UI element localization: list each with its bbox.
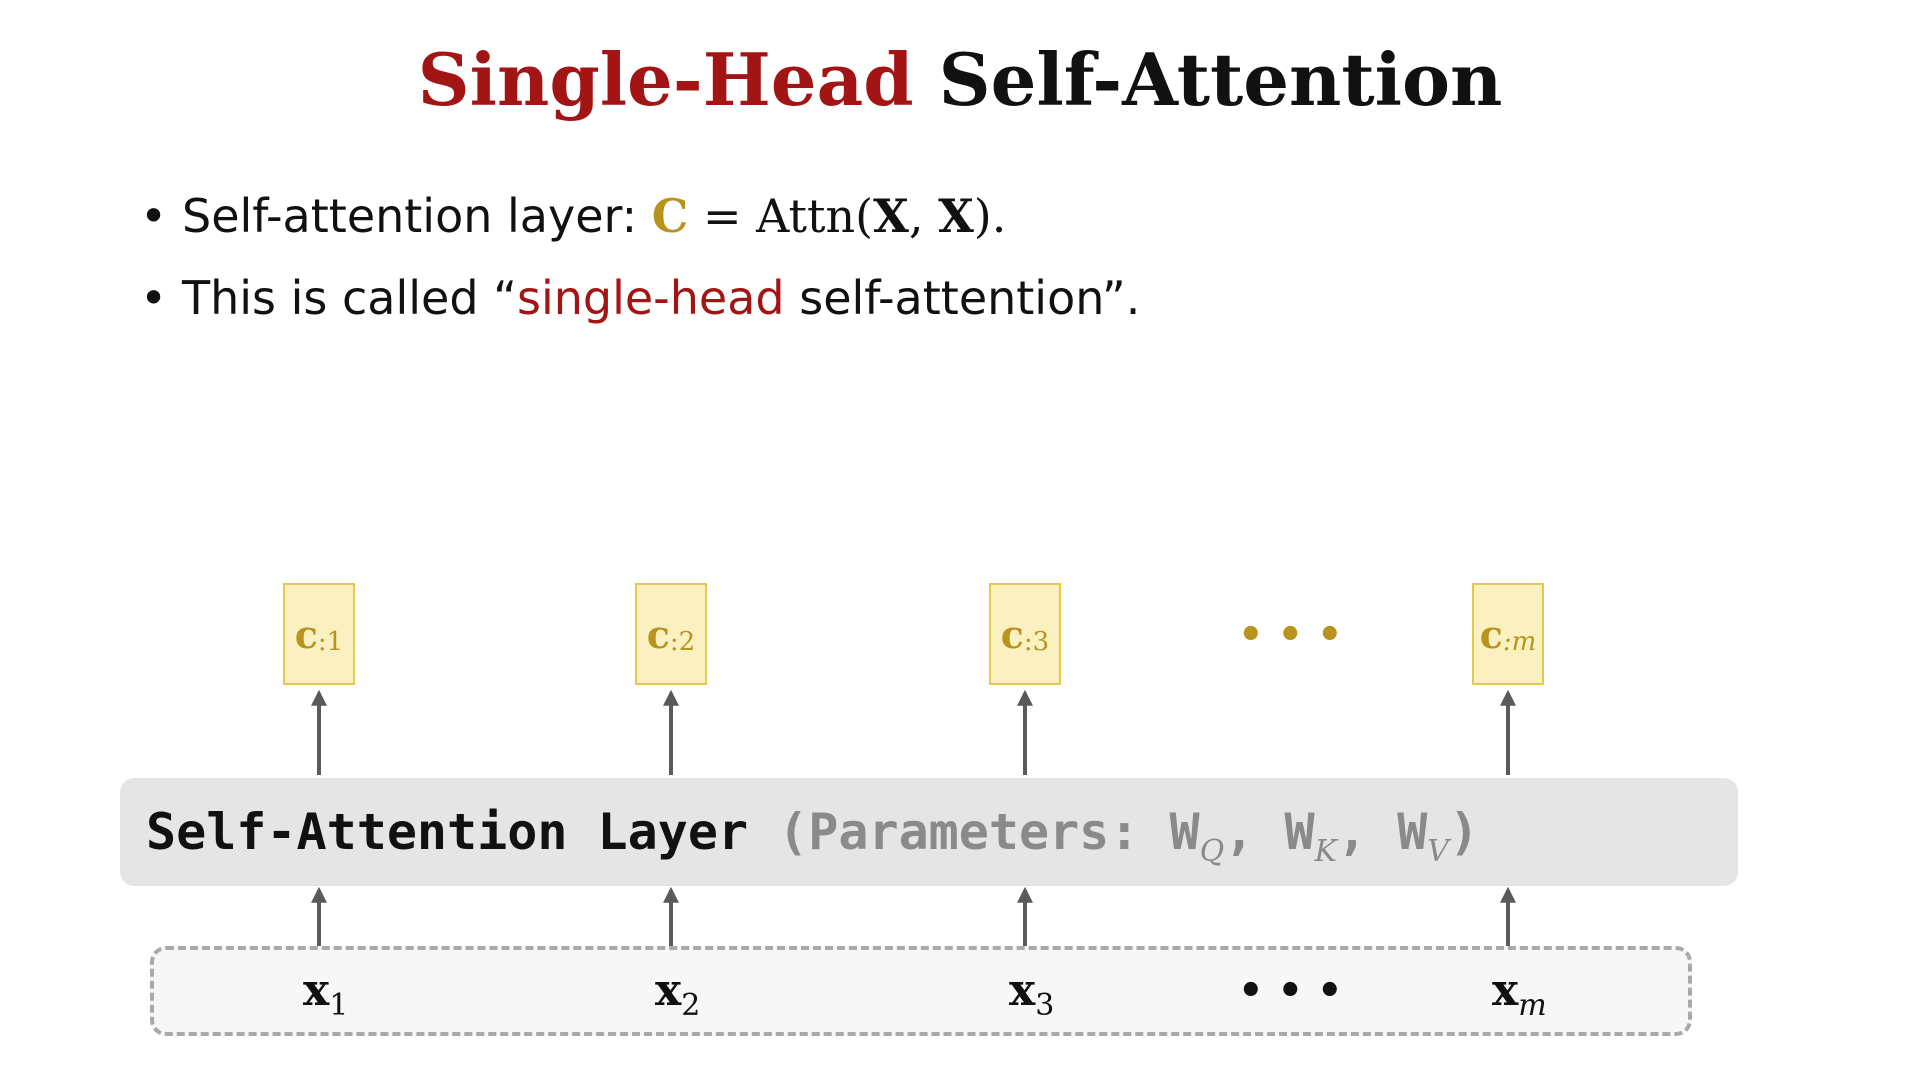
bullet-1-lead: Self-attention layer: [182,189,652,243]
bullet-item-1: •Self-attention layer: C = Attn(X, X). [140,175,1140,257]
input-sub: m [1518,988,1547,1023]
output-box-c2: c:2 [635,583,707,685]
output-sub: :3 [1023,627,1050,657]
title-accent: Single-Head [417,37,914,122]
param-sep: , [1336,803,1398,861]
output-base: c [1000,611,1024,657]
output-sub: :1 [317,627,344,657]
equation-x2: X [938,189,974,243]
params-close: ) [1448,803,1480,861]
equation: C = Attn(X, X). [652,189,1007,243]
param-wk: WK [1284,803,1337,869]
input-x3: x3 [1009,965,1054,1023]
input-x2: x2 [655,965,700,1023]
input-x1: x1 [303,965,348,1023]
output-sub: :m [1502,627,1537,657]
param-wv: WV [1397,803,1449,869]
params-open: (Parameters: [778,803,1170,861]
bullet-marker: • [140,271,168,325]
output-base: c [294,611,318,657]
input-xm: xm [1492,965,1547,1023]
output-base: c [1479,611,1503,657]
bullet-item-2: • This is called “single-head self-attent… [140,257,1140,339]
bullet-2-lead: This is called “ [182,271,517,325]
equation-comma: , [908,189,939,243]
param-sub-q: Q [1199,834,1225,869]
input-ellipsis: • • • [1238,968,1343,1014]
slide-title: Single-Head Self-Attention [0,30,1920,130]
bullet-marker: • [140,189,168,243]
equation-c: C [651,189,689,243]
layer-params: (Parameters: WQ, WK, WV) [778,803,1480,869]
input-sequence-frame [150,946,1692,1036]
input-base: x [303,965,330,1016]
output-sub: :2 [669,627,696,657]
output-box-c3: c:3 [989,583,1061,685]
param-sub-k: K [1314,834,1337,869]
equation-mid: = Attn( [688,189,874,243]
input-base: x [1492,965,1519,1016]
bullet-2-tail: self-attention”. [784,271,1141,325]
param-w: W [1397,803,1428,861]
input-sub: 3 [1035,988,1055,1023]
output-box-cm: c:m [1472,583,1544,685]
self-attention-layer: Self-Attention Layer (Parameters: WQ, WK… [120,778,1738,886]
output-ellipsis: • • • [1238,612,1343,658]
input-base: x [655,965,682,1016]
layer-name: Self-Attention Layer [146,803,779,861]
equation-end: ). [973,189,1007,243]
param-w: W [1169,803,1200,861]
input-sub: 1 [329,988,349,1023]
param-sub-v: V [1427,834,1449,869]
equation-x1: X [873,189,909,243]
bullet-list: •Self-attention layer: C = Attn(X, X). •… [140,175,1140,339]
output-base: c [646,611,670,657]
input-sub: 2 [681,988,701,1023]
output-box-c1: c:1 [283,583,355,685]
param-w: W [1284,803,1315,861]
param-wq: WQ [1169,803,1225,869]
input-base: x [1009,965,1036,1016]
bullet-2-highlight: single-head [516,271,785,325]
param-sep: , [1224,803,1285,861]
title-rest: Self-Attention [913,37,1503,122]
